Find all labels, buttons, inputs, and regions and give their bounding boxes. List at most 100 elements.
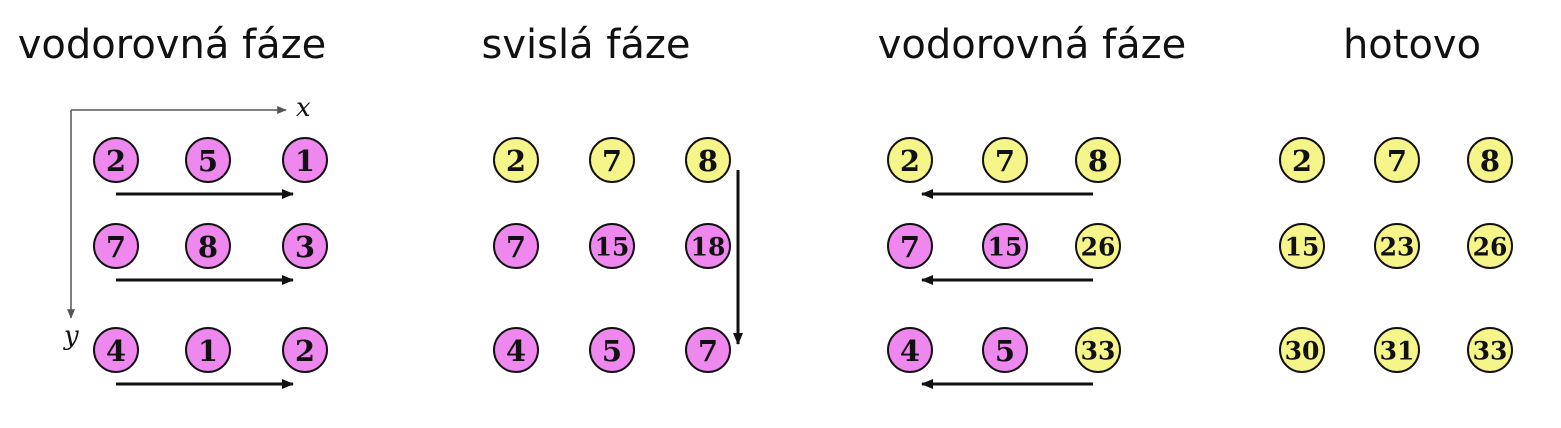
value-node-label: 8 — [198, 230, 218, 264]
value-node-circle — [1374, 223, 1420, 269]
value-node-label: 7 — [602, 144, 622, 178]
value-node: 5 — [589, 327, 635, 373]
value-node-label: 8 — [698, 144, 718, 178]
value-node-label: 8 — [1088, 144, 1108, 178]
value-node: 4 — [93, 327, 139, 373]
x-axis-label: x — [296, 93, 311, 123]
value-node-circle — [982, 223, 1028, 269]
value-node-label: 23 — [1380, 233, 1415, 262]
value-node-label: 7 — [506, 230, 526, 264]
value-node: 23 — [1374, 223, 1420, 269]
value-node-circle — [982, 327, 1028, 373]
value-node: 30 — [1279, 327, 1325, 373]
value-node: 3 — [282, 223, 328, 269]
value-node: 33 — [1075, 327, 1121, 373]
value-node: 7 — [1374, 137, 1420, 183]
value-node-circle — [589, 327, 635, 373]
panel-1-title: vodorovná fáze — [18, 22, 327, 68]
value-node-circle — [685, 327, 731, 373]
value-node-circle — [1075, 137, 1121, 183]
value-node-label: 7 — [106, 230, 126, 264]
value-node-circle — [185, 327, 231, 373]
value-node-label: 4 — [900, 334, 920, 368]
value-node-circle — [185, 137, 231, 183]
value-node-label: 7 — [995, 144, 1015, 178]
value-node-label: 2 — [506, 144, 526, 178]
value-node-circle — [1374, 137, 1420, 183]
value-node-circle — [887, 137, 933, 183]
value-node-circle — [282, 137, 328, 183]
value-node-circle — [1279, 137, 1325, 183]
value-node-circle — [1467, 137, 1513, 183]
value-node-circle — [493, 327, 539, 373]
value-node: 4 — [493, 327, 539, 373]
value-node-circle — [685, 137, 731, 183]
value-node: 2 — [1279, 137, 1325, 183]
value-node-label: 2 — [1292, 144, 1312, 178]
value-node: 2 — [282, 327, 328, 373]
value-node-label: 7 — [698, 334, 718, 368]
value-node-circle — [1374, 327, 1420, 373]
value-node-label: 5 — [198, 144, 218, 178]
value-node-circle — [589, 137, 635, 183]
axes: x y — [63, 93, 311, 351]
panel-4-nodes: 2 7 8 15 23 26 30 31 33 — [1279, 137, 1513, 373]
value-node: 8 — [185, 223, 231, 269]
value-node: 2 — [887, 137, 933, 183]
value-node: 15 — [1279, 223, 1325, 269]
value-node-circle — [1467, 327, 1513, 373]
panel-1-nodes: 2 5 1 7 8 3 4 1 2 — [93, 137, 328, 373]
value-node-circle — [887, 223, 933, 269]
value-node-circle — [93, 327, 139, 373]
value-node-circle — [185, 223, 231, 269]
value-node-label: 18 — [691, 233, 726, 262]
value-node-label: 33 — [1473, 337, 1508, 366]
value-node-label: 15 — [988, 233, 1023, 262]
value-node-circle — [982, 137, 1028, 183]
value-node: 7 — [493, 223, 539, 269]
value-node: 31 — [1374, 327, 1420, 373]
value-node: 7 — [685, 327, 731, 373]
panel-2-nodes: 2 7 8 7 15 18 4 5 7 — [493, 137, 731, 373]
value-node-label: 2 — [106, 144, 126, 178]
panel-3-nodes: 2 7 8 7 15 26 4 5 33 — [887, 137, 1121, 373]
value-node-label: 4 — [106, 334, 126, 368]
value-node-label: 26 — [1473, 233, 1508, 262]
value-node-label: 15 — [1285, 233, 1320, 262]
value-node: 5 — [982, 327, 1028, 373]
value-node-label: 1 — [295, 144, 315, 178]
value-node-label: 8 — [1480, 144, 1500, 178]
value-node: 7 — [887, 223, 933, 269]
value-node: 2 — [493, 137, 539, 183]
value-node-label: 5 — [602, 334, 622, 368]
value-node: 15 — [589, 223, 635, 269]
value-node-circle — [493, 223, 539, 269]
value-node: 4 — [887, 327, 933, 373]
panel-4-title: hotovo — [1343, 22, 1481, 68]
value-node: 2 — [93, 137, 139, 183]
value-node-label: 33 — [1081, 337, 1116, 366]
value-node-label: 30 — [1285, 337, 1320, 366]
value-node-label: 1 — [198, 334, 218, 368]
value-node: 15 — [982, 223, 1028, 269]
value-node-circle — [685, 223, 731, 269]
value-node: 8 — [1467, 137, 1513, 183]
value-node-circle — [1467, 223, 1513, 269]
value-node-circle — [282, 223, 328, 269]
panel-3-title: vodorovná fáze — [878, 22, 1187, 68]
value-node: 33 — [1467, 327, 1513, 373]
value-node-circle — [93, 137, 139, 183]
value-node-circle — [493, 137, 539, 183]
value-node: 1 — [185, 327, 231, 373]
value-node: 8 — [685, 137, 731, 183]
panel-2-title: svislá fáze — [481, 22, 690, 68]
value-node-label: 26 — [1081, 233, 1116, 262]
value-node: 26 — [1467, 223, 1513, 269]
y-axis-label: y — [63, 321, 79, 351]
value-node-circle — [282, 327, 328, 373]
value-node-label: 31 — [1380, 337, 1415, 366]
value-node: 7 — [589, 137, 635, 183]
value-node-label: 7 — [900, 230, 920, 264]
